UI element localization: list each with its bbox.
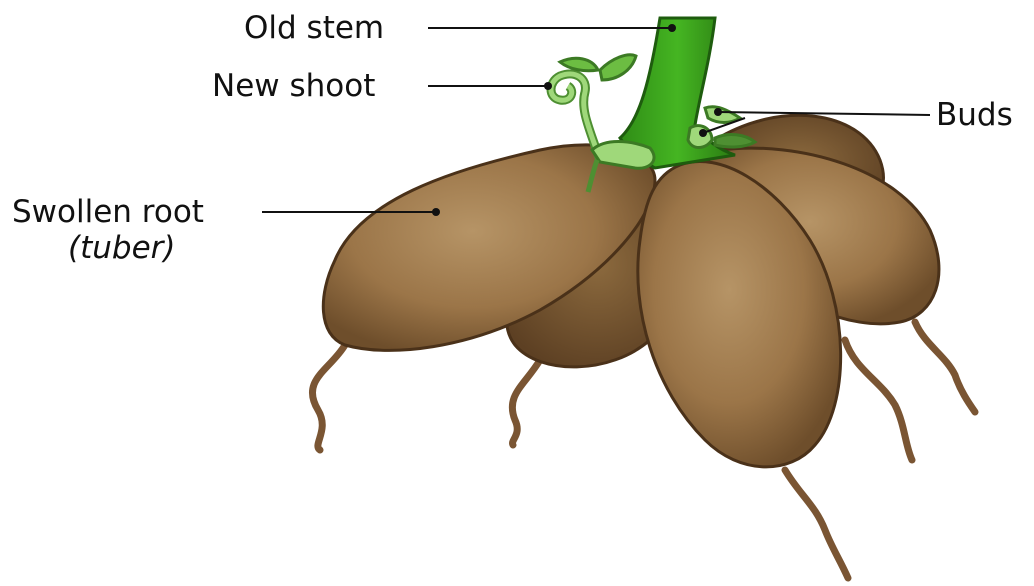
label-swollen-root: Swollen root [12, 194, 204, 230]
root-5 [915, 322, 975, 412]
root-3 [785, 470, 848, 578]
label-buds: Buds [936, 97, 1013, 133]
root-1 [312, 345, 345, 450]
label-tuber: (tuber) [68, 230, 176, 266]
label-old-stem: Old stem [244, 10, 384, 46]
root-4 [845, 340, 912, 460]
root-2 [512, 360, 540, 445]
buds-leader-a [718, 112, 930, 115]
label-new-shoot: New shoot [212, 68, 375, 104]
roots [312, 322, 975, 578]
